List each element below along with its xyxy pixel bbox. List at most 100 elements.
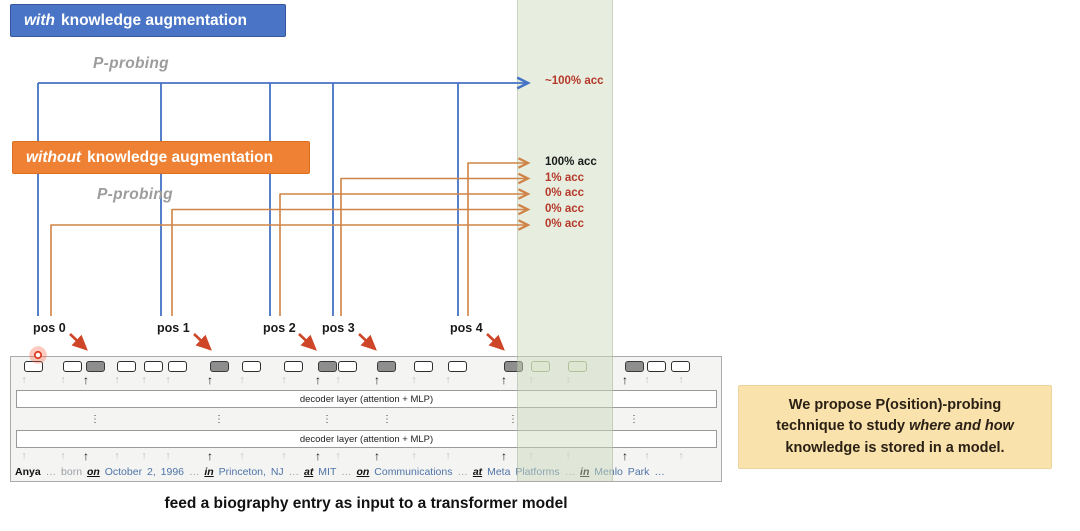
input-segment-9: at (304, 466, 314, 478)
token-4 (144, 361, 163, 372)
token-13 (448, 361, 467, 372)
input-segment-14: … (457, 466, 468, 478)
hidden-arrow-0: ↑ (21, 374, 27, 386)
accuracy-label-without-4: 0% acc (545, 218, 585, 230)
proposal-callout: We propose P(osition)-probing technique … (738, 385, 1052, 469)
token-19 (671, 361, 690, 372)
input-segment-18: in (580, 466, 590, 478)
input-arrow-1: ↑ (60, 450, 66, 462)
token-16-green (568, 361, 587, 372)
ellipsis-dots-0: ⋮ (90, 414, 100, 425)
token-1 (63, 361, 82, 372)
input-arrow-16: ↑ (565, 450, 571, 462)
decoder-layer-bottom: decoder layer (attention + MLP) (16, 430, 717, 448)
with-banner-text: knowledge augmentation (61, 12, 248, 29)
input-segment-3: on (86, 466, 100, 478)
input-arrow-6: ↑ (207, 449, 213, 463)
ellipsis-dots-1: ⋮ (214, 414, 224, 425)
hidden-arrow-7: ↑ (239, 374, 245, 386)
input-segment-17: … (564, 466, 576, 478)
input-segment-8: … (288, 466, 300, 478)
token-17-gray (625, 361, 644, 372)
token-10 (338, 361, 357, 372)
input-arrow-0: ↑ (21, 450, 27, 462)
token-9-gray (318, 361, 337, 372)
input-segment-4: October 2, 1996 (104, 466, 185, 478)
input-segment-13: Communications (374, 466, 453, 478)
input-arrow-15: ↑ (528, 450, 534, 462)
hidden-arrow-3: ↑ (114, 374, 120, 386)
ellipsis-dots-3: ⋮ (382, 414, 392, 425)
input-arrow-9: ↑ (315, 449, 321, 463)
hidden-arrow-6: ↑ (207, 373, 213, 387)
input-segment-19: Menlo Park (594, 466, 650, 478)
ellipsis-dots-2: ⋮ (322, 414, 332, 425)
token-3 (117, 361, 136, 372)
input-arrow-13: ↑ (445, 450, 451, 462)
token-0 (24, 361, 43, 372)
input-segment-11: … (341, 466, 352, 478)
callout-line2: technique to study where and how (776, 416, 1014, 437)
token-5 (168, 361, 187, 372)
input-segment-7: Princeton, NJ (218, 466, 284, 478)
input-segment-0: Anya (15, 466, 41, 478)
hidden-arrow-5: ↑ (165, 374, 171, 386)
decoder-layer-bottom-label: decoder layer (attention + MLP) (299, 434, 434, 445)
hidden-arrow-17: ↑ (622, 373, 628, 387)
token-15-green (531, 361, 550, 372)
pos-label-2: pos 2 (263, 321, 296, 335)
pos-pointer-arrows (69, 333, 505, 351)
hidden-arrow-15: ↑ (528, 374, 534, 386)
token-14-gray (504, 361, 523, 372)
transformer-box: ↑ ↑ ↑ ↑ ↑ ↑ ↑ ↑ ↑ ↑ ↑ ↑ ↑ ↑ ↑ ↑ ↑ ↑ ↑ ↑ decoder layer (atte… (10, 356, 722, 482)
ellipsis-dots-5: ⋮ (629, 414, 639, 425)
without-banner-text: knowledge augmentation (87, 149, 274, 166)
p-probing-label-with: P-probing (93, 55, 169, 72)
token-2-gray (86, 361, 105, 372)
token-18 (647, 361, 666, 372)
input-segment-15: at (472, 466, 483, 478)
pos-label-3: pos 3 (322, 321, 355, 335)
hidden-arrow-13: ↑ (445, 374, 451, 386)
figure-caption: feed a biography entry as input to a tra… (164, 495, 568, 512)
ellipsis-dots-4: ⋮ (508, 414, 518, 425)
p-probing-label-without: P-probing (97, 186, 173, 203)
accuracy-label-without-1: 1% acc (545, 171, 585, 184)
hidden-arrow-1: ↑ (60, 374, 66, 386)
input-segment-16: Meta Platforms (487, 466, 560, 478)
input-arrow-2: ↑ (83, 449, 89, 463)
hidden-arrow-11: ↑ (374, 373, 380, 387)
token-6-gray (210, 361, 229, 372)
hidden-arrow-4: ↑ (141, 374, 147, 386)
hidden-arrow-18: ↑ (644, 374, 650, 386)
pos-label-1: pos 1 (157, 321, 190, 335)
accuracy-label-without-2: 0% acc (545, 187, 585, 199)
input-arrow-3: ↑ (114, 450, 120, 462)
input-arrow-11: ↑ (374, 449, 380, 463)
input-segment-6: in (204, 466, 214, 478)
pos-label-4: pos 4 (450, 321, 483, 335)
input-arrow-5: ↑ (165, 450, 171, 462)
input-arrow-18: ↑ (644, 450, 650, 462)
callout-line3: knowledge is stored in a model. (785, 439, 1005, 456)
callout-line1: We propose P(osition)-probing (788, 397, 1002, 414)
pos-label-0: pos 0 (33, 321, 66, 335)
input-arrow-8: ↑ (281, 450, 287, 462)
input-segment-5: … (188, 466, 200, 478)
hidden-arrow-2: ↑ (83, 373, 89, 387)
token-12 (414, 361, 433, 372)
callout-line2-pre: technique to study (776, 418, 906, 435)
token-8 (284, 361, 303, 372)
input-arrow-19: ↑ (678, 450, 684, 462)
hidden-arrow-12: ↑ (411, 374, 417, 386)
input-segment-10: MIT (318, 466, 337, 478)
decoder-layer-top-label: decoder layer (attention + MLP) (299, 394, 434, 405)
hidden-arrow-19: ↑ (678, 374, 684, 386)
accuracy-label-with: ~100% acc (545, 75, 604, 87)
hidden-arrow-8: ↑ (281, 374, 287, 386)
accuracy-label-without-3: 0% acc (545, 202, 585, 215)
input-segment-20: … (654, 466, 665, 478)
decoder-layer-top: decoder layer (attention + MLP) (16, 390, 717, 408)
